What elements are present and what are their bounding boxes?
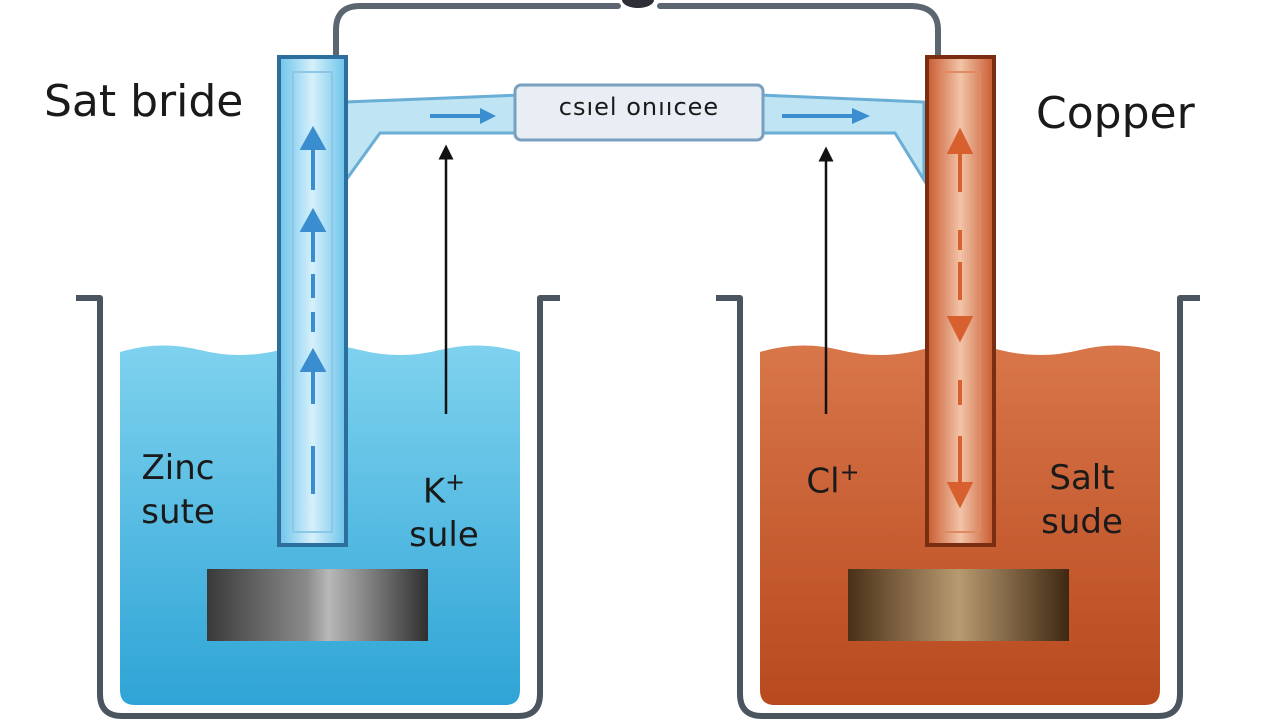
wire-connector	[622, 0, 654, 8]
left-solution-line1: Zinc	[141, 448, 215, 488]
right-beaker-outline	[716, 295, 1200, 719]
left-solution-line2: sute	[141, 492, 215, 532]
right-solution-line1: Salt	[1049, 458, 1115, 498]
cl-ion-charge: +	[839, 458, 860, 486]
right-tube-arrows	[946, 127, 974, 509]
cl-ion-label: Cl+	[788, 450, 878, 503]
cl-ion-symbol: Cl	[806, 461, 840, 502]
left-tube-up-arrows	[299, 125, 327, 494]
external-wire	[333, 3, 941, 59]
right-solution-line2: sude	[1041, 502, 1123, 542]
copper-label: Copper	[1036, 88, 1195, 139]
k-ion-charge: +	[445, 468, 466, 496]
right-solution-label: Salt sude	[1026, 456, 1138, 544]
bridge-flow-arrowhead-left	[480, 108, 496, 124]
right-vertical-tube	[925, 55, 996, 547]
left-solution-label: Zinc sute	[120, 446, 236, 534]
left-beaker-outline	[76, 295, 560, 719]
bridge-label-box	[513, 83, 765, 142]
copper-electrode	[848, 569, 1069, 641]
zinc-electrode	[207, 569, 428, 641]
salt-bridge-label: Sat bride	[44, 76, 244, 127]
left-vertical-tube	[277, 55, 348, 547]
k-ion-line2: sule	[409, 515, 479, 556]
bridge-flow-arrowhead-right	[852, 108, 870, 124]
bridge-right-segment	[758, 93, 926, 186]
bridge-left-segment	[344, 93, 522, 185]
bridge-tag-text: csıel onııcee	[558, 93, 720, 121]
k-ion-symbol: K	[422, 471, 446, 512]
k-ion-label: K+ sule	[392, 460, 496, 557]
